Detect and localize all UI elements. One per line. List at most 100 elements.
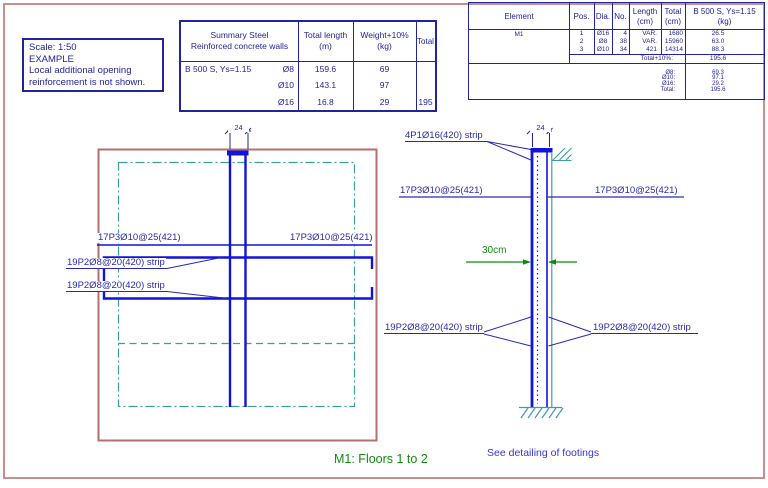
total-header: Total bbox=[664, 7, 682, 16]
plan-view-linework bbox=[66, 127, 378, 442]
bar-row-pos: 3 bbox=[579, 46, 584, 54]
summary-row-dia: Ø10 bbox=[277, 80, 294, 91]
bar-row-dia: Ø10 bbox=[596, 46, 610, 54]
scale-note-box: Scale: 1:50 EXAMPLE Local additional ope… bbox=[22, 38, 164, 92]
bar-row-pos: 2 bbox=[579, 37, 584, 45]
slab-hatch-icon bbox=[552, 147, 572, 162]
plan-wall-outline bbox=[97, 148, 378, 442]
total-plus10-label: Total+10%: bbox=[640, 55, 673, 62]
dia-subtotal-value: 69.3 bbox=[712, 69, 724, 76]
bar-row-kg: 63.0 bbox=[711, 37, 725, 45]
summary-row-dia: Ø16 bbox=[277, 96, 294, 107]
dia-subtotal-value: 97.1 bbox=[712, 75, 724, 82]
table-divider bbox=[612, 3, 613, 54]
table-divider bbox=[569, 3, 570, 63]
summary-row-weight: 29 bbox=[379, 96, 390, 107]
summary-row-length: 16.8 bbox=[317, 96, 334, 107]
summary-row-length: 159.6 bbox=[314, 64, 337, 74]
summary-header-length: Total length bbox=[303, 30, 348, 40]
section-strip-label-leaders bbox=[384, 316, 698, 347]
table-divider bbox=[661, 3, 662, 54]
bar-row-length: 421 bbox=[646, 46, 657, 54]
dia-header: Dia. bbox=[595, 12, 611, 21]
steel-grade-label: B 500 S, Ys=1.15 bbox=[185, 64, 252, 74]
length-header: Length bbox=[632, 7, 658, 16]
bar-row-total: 1680 bbox=[668, 29, 683, 37]
summary-row-dia: Ø8 bbox=[282, 64, 294, 74]
summary-grand-total: 195 bbox=[418, 96, 433, 107]
section-dim-24-label: 24 bbox=[530, 123, 551, 132]
bar-row-no: 38 bbox=[619, 37, 627, 45]
no-header: No. bbox=[614, 12, 627, 21]
summary-steel-table: Summary Steel Reinforced concrete walls … bbox=[179, 20, 437, 112]
section-view-linework bbox=[384, 127, 698, 419]
length-header: (cm) bbox=[637, 16, 653, 26]
bar-row-pos: 1 bbox=[579, 29, 584, 37]
summary-row-weight: 69 bbox=[379, 64, 390, 74]
dia-subtotal-label: Ø16: bbox=[661, 81, 675, 88]
scale-note-line: Local additional opening bbox=[29, 65, 132, 76]
plan-dim-24-label: 24 bbox=[228, 123, 249, 132]
grand-total-value: 195.6 bbox=[710, 86, 726, 93]
drawing-title: M1: Floors 1 to 2 bbox=[334, 452, 428, 466]
plan-mesh-label-left: 17P3Ø10@25(421) bbox=[97, 232, 182, 243]
table-divider bbox=[569, 54, 764, 55]
bar-row-kg: 88.3 bbox=[711, 46, 725, 54]
total-header: (cm) bbox=[665, 16, 681, 26]
plan-strip-label-leaders bbox=[66, 257, 229, 299]
section-mesh-label-left: 17P3Ø10@25(421) bbox=[399, 185, 484, 196]
table-divider bbox=[298, 22, 299, 110]
table-divider bbox=[416, 22, 417, 110]
dia-subtotal-label: Ø10: bbox=[661, 75, 675, 82]
table-divider bbox=[181, 61, 435, 62]
summary-row-weight: 97 bbox=[379, 80, 390, 91]
element-name: M1 bbox=[514, 30, 524, 38]
section-top-strip-label: 4P1Ø16(420) strip bbox=[404, 130, 484, 141]
sheet-border bbox=[3, 3, 765, 479]
section-thickness-label: 30cm bbox=[482, 245, 507, 256]
table-divider bbox=[353, 22, 354, 110]
plan-strip-label-1: 19P2Ø8@20(420) strip bbox=[66, 257, 166, 268]
bar-row-kg: 26.5 bbox=[711, 29, 725, 37]
summary-header-weight: Weight+10% bbox=[360, 30, 409, 40]
kg-header: (kg) bbox=[717, 16, 732, 26]
bar-row-dia: Ø8 bbox=[598, 37, 608, 45]
bar-row-dia: Ø16 bbox=[596, 29, 610, 37]
element-header: Element bbox=[504, 12, 534, 21]
summary-header-length: (m) bbox=[319, 40, 332, 51]
total-plus10-value: 195.6 bbox=[709, 55, 727, 62]
section-top-strip-leader bbox=[405, 141, 532, 161]
plan-strip-bars bbox=[102, 256, 374, 300]
section-wall-cap bbox=[530, 148, 553, 153]
bar-row-length: VAR. bbox=[642, 37, 657, 45]
bar-row-total: 14314 bbox=[664, 46, 683, 54]
pos-header: Pos. bbox=[573, 12, 590, 21]
footing-support-hatch-icon bbox=[519, 406, 564, 419]
bar-row-total: 15960 bbox=[664, 37, 683, 45]
scale-note-line: Scale: 1:50 bbox=[29, 42, 77, 53]
plan-column-cap bbox=[227, 150, 249, 156]
kg-header: B 500 S, Ys=1.15 bbox=[693, 7, 756, 16]
summary-header-steel: Reinforced concrete walls bbox=[190, 40, 289, 51]
section-mesh-label-right: 17P3Ø10@25(421) bbox=[594, 185, 679, 196]
scale-note-line: reinforcement is not shown. bbox=[29, 76, 146, 88]
table-divider bbox=[685, 3, 686, 99]
dia-subtotal-value: 29.2 bbox=[712, 81, 724, 88]
table-divider bbox=[594, 3, 595, 54]
summary-header-steel: Summary Steel bbox=[210, 30, 269, 40]
section-thickness-dimension bbox=[466, 259, 577, 265]
scale-note-line: EXAMPLE bbox=[29, 53, 74, 65]
dia-subtotal-label: Ø8: bbox=[665, 69, 675, 76]
summary-row-length: 143.1 bbox=[314, 80, 337, 91]
grand-total-label: Total: bbox=[660, 86, 675, 93]
summary-header-weight: (kg) bbox=[377, 40, 392, 51]
section-strip-label-right: 19P2Ø8@20(420) strip bbox=[592, 321, 692, 333]
element-bar-schedule-table: Element Pos. Dia. No. Length (cm) Total … bbox=[468, 2, 765, 100]
bar-row-no: 34 bbox=[619, 46, 627, 54]
section-strip-label-left: 19P2Ø8@20(420) strip bbox=[384, 321, 484, 333]
table-divider bbox=[629, 3, 630, 54]
footing-note: See detailing of footings bbox=[487, 447, 600, 459]
bar-row-no: 4 bbox=[623, 29, 627, 37]
